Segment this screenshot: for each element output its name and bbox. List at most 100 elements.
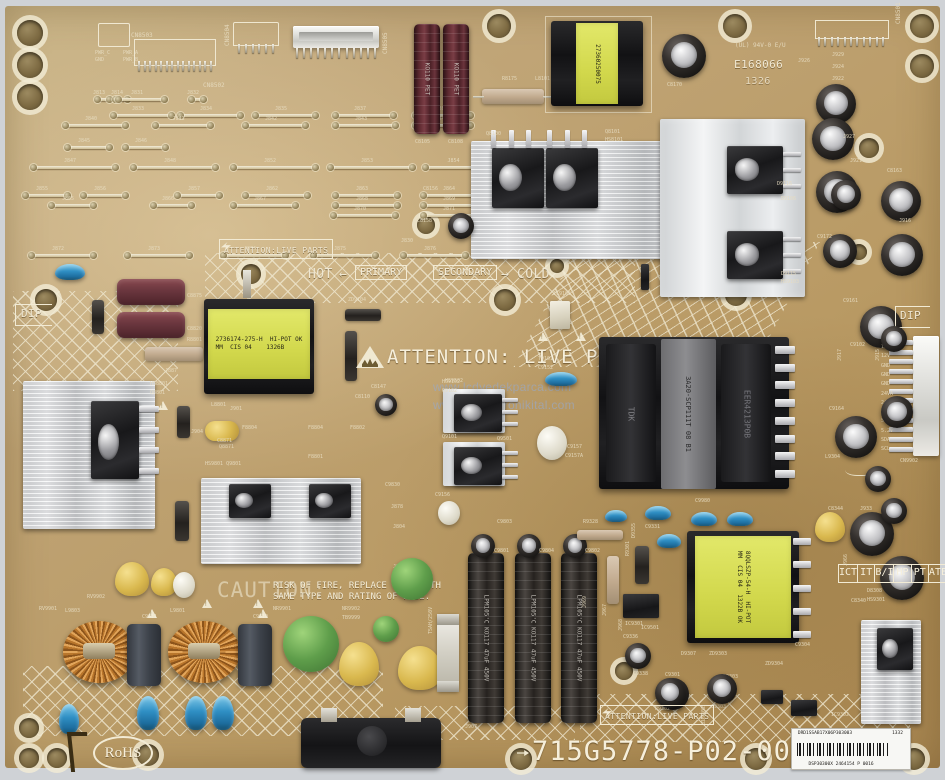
solder-pad (312, 112, 319, 119)
label-r8801: R8801 (187, 337, 203, 343)
jumper-trace (423, 204, 483, 207)
solder-pad (392, 122, 399, 129)
mount-hole (487, 14, 511, 38)
secondary-label: SECONDARY (438, 267, 493, 278)
capacitor-c8173 (816, 84, 856, 124)
capacitor-c8164 (881, 234, 923, 276)
test-stamp-cell: HP (894, 565, 912, 582)
jumper-label: J867 (254, 196, 267, 202)
jumper-label: J864 (443, 186, 456, 192)
solder-pad (372, 252, 379, 259)
warning-triangle-icon (147, 609, 157, 618)
capacitor-c9160 (815, 512, 845, 542)
diode-d9355 (635, 546, 649, 584)
connector-cn8504-pins[interactable] (238, 44, 274, 53)
solder-pad (394, 192, 401, 199)
solder-pad (90, 252, 97, 259)
fuse-f8801 (437, 614, 459, 692)
barcode-lot: 1332 (892, 731, 903, 737)
transformer-l8101-outline (545, 16, 652, 113)
capacitor-c9909 (212, 696, 234, 730)
mount-hole (510, 748, 532, 770)
jumper-trace (155, 124, 210, 127)
ul-file-number: E168066 (734, 58, 784, 71)
label-f8802: F8802 (350, 425, 366, 431)
bolt-icon (602, 708, 612, 717)
solder-pad (409, 164, 416, 171)
label-c9803: C9803 (497, 519, 513, 525)
jumper-label: J872 (52, 246, 65, 252)
inductor-l9801 (168, 621, 240, 683)
connector-cn8505-pins[interactable] (296, 48, 376, 58)
capacitor-c9910 (238, 624, 272, 686)
solder-pad (161, 96, 168, 103)
capacitor-c9911 (127, 624, 161, 686)
solder-pad (252, 112, 259, 119)
attention-bottom-text: ATTENTION:LIVE PARTS (605, 712, 710, 721)
label-hs9102: HS9102 (442, 379, 461, 385)
inductor-l9304-symbol (845, 461, 875, 476)
label-pwr-b: PWR_B (123, 57, 139, 63)
solder-pad (462, 252, 469, 259)
jumper-label: J841 (172, 116, 185, 122)
jumper-label: J834 (200, 106, 213, 112)
mount-hole (17, 20, 43, 46)
connector-cn9902[interactable] (913, 336, 939, 456)
capacitor-c9841 (865, 466, 891, 492)
label-j933: J933 (860, 506, 873, 512)
warning-triangle-icon (253, 599, 263, 608)
capacitor-c9835 (691, 512, 717, 526)
capacitor-c9164 (835, 416, 877, 458)
label-l8101: L8101 (535, 76, 551, 82)
connector-cn8502-pins[interactable] (138, 61, 212, 71)
transistor-q8100 (492, 148, 544, 208)
jumper-label: J869 (443, 196, 456, 202)
jumper-trace (335, 114, 393, 117)
label-j927: J927 (843, 134, 856, 140)
diode-zd9104 (345, 309, 381, 321)
label-j968: J968 (618, 618, 624, 631)
label-d9116: D9116 (777, 181, 793, 187)
rohs-logo: RoHS (93, 736, 153, 770)
connector-cn8501-pins[interactable] (818, 37, 884, 46)
transformer-t9101-bobbin-text: 3A20-SCP111T 08 B1 (684, 376, 692, 452)
label-d9355: D9355 (631, 522, 637, 538)
jumper-label: J875 (334, 246, 347, 252)
solder-pad (90, 202, 97, 209)
connector-cn8503[interactable] (98, 23, 130, 47)
label-zd9303: ZD9303 (709, 651, 728, 657)
label-r8175: R8175 (502, 76, 518, 82)
label-c8170: C8170 (667, 82, 683, 88)
solder-pad (207, 122, 214, 129)
transformer-t9101-core-right (721, 344, 771, 482)
label-r9328: R9328 (583, 519, 599, 525)
mount-hole (910, 14, 934, 38)
transformer-t8101-pin (243, 270, 251, 298)
label-fuse-rating: T5AH/250V (428, 606, 434, 634)
jumper-trace (33, 166, 115, 169)
barcode-bars (796, 742, 889, 757)
solder-pad (310, 252, 317, 259)
jumper-label: J848 (164, 158, 177, 164)
label-j922: J922 (832, 76, 845, 82)
mount-hole (494, 289, 516, 311)
jumper-label: J833 (132, 106, 145, 112)
label-c9157a: C9157A (565, 453, 584, 459)
label-c8105: C8105 (415, 139, 431, 145)
ac-inlet-tab (405, 708, 421, 722)
transistor-q9801-a (229, 484, 271, 518)
resistor-lead (473, 96, 484, 98)
jumper-trace (255, 114, 315, 117)
diode-d9114 (345, 331, 357, 381)
transistor-d9115 (727, 231, 783, 279)
diode-d9801 (177, 406, 190, 438)
label-t9101: T9101 (538, 356, 554, 362)
solder-pad (292, 202, 299, 209)
capacitor-c8158 (448, 213, 474, 239)
warning-triangle-icon (258, 609, 268, 618)
jumper-label: J857 (188, 186, 201, 192)
solder-pad (110, 112, 117, 119)
solder-pad (162, 144, 169, 151)
capacitor-c9834 (373, 616, 399, 642)
label-ic9106: IC9106 (553, 291, 572, 297)
